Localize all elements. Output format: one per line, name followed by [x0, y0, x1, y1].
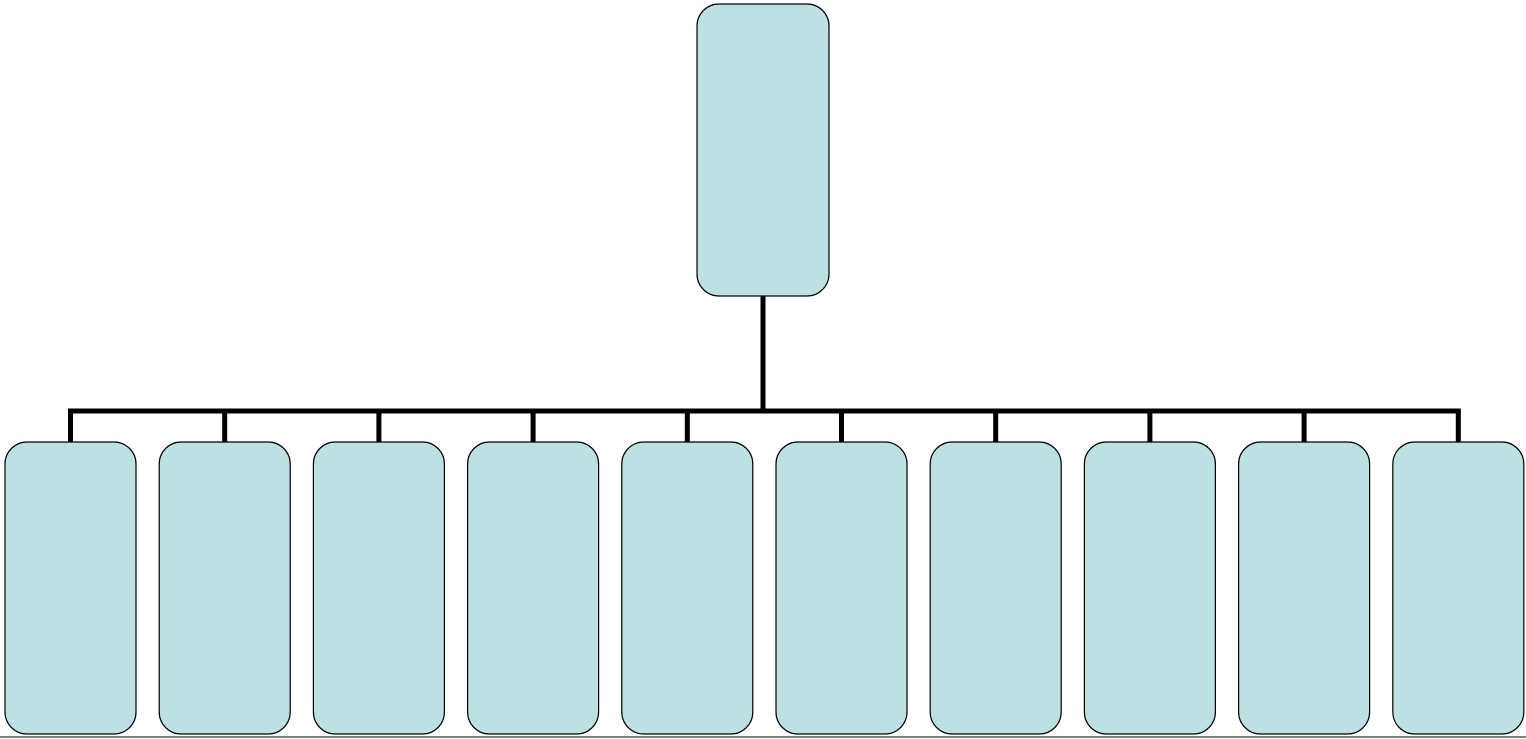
- child-node: [1083, 441, 1217, 735]
- child-node: [775, 441, 908, 735]
- child-node-box: [312, 441, 445, 735]
- child-node-box: [1392, 441, 1525, 735]
- child-node-box: [1237, 441, 1371, 735]
- root-node-group: [696, 3, 830, 297]
- child-node-box: [467, 441, 600, 735]
- child-node-box: [158, 441, 291, 735]
- connectors: [68, 296, 1461, 442]
- child-node: [158, 441, 291, 735]
- child-node-box: [1083, 441, 1217, 735]
- child-node: [621, 441, 754, 735]
- child-node: [312, 441, 445, 735]
- child-node-box: [621, 441, 754, 735]
- child-node: [1392, 441, 1525, 735]
- child-node: [467, 441, 600, 735]
- child-node: [1237, 441, 1371, 735]
- child-node: [4, 441, 137, 735]
- root-node-box: [696, 3, 830, 297]
- child-node-box: [929, 441, 1062, 735]
- child-node-box: [775, 441, 908, 735]
- child-node: [929, 441, 1062, 735]
- child-node-box: [4, 441, 137, 735]
- child-nodes-group: [4, 441, 1525, 735]
